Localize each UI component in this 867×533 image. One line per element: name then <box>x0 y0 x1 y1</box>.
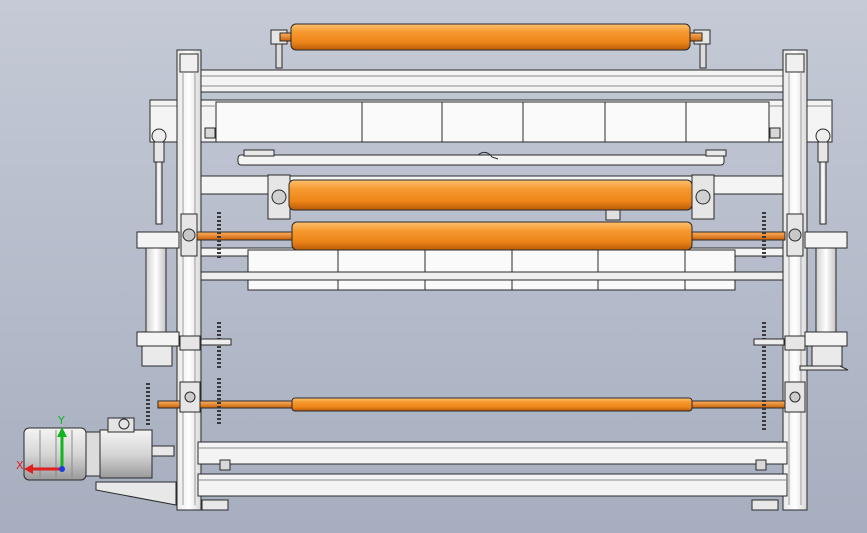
bottom-roller <box>291 397 693 412</box>
mid-sprockets <box>179 322 806 368</box>
left-cylinder <box>136 128 180 367</box>
left-post <box>176 49 202 511</box>
right-cylinder <box>799 128 849 371</box>
drive-motor <box>23 417 177 506</box>
bottom-roller-assembly <box>146 372 806 430</box>
middle-roller <box>288 179 693 211</box>
tube-bar <box>237 149 727 166</box>
main-roller-assembly <box>180 212 804 258</box>
upper-panel <box>149 99 833 143</box>
middle-roller-assembly <box>267 174 715 221</box>
bottom-crossbars <box>197 441 788 511</box>
y-axis-label: Y <box>57 414 65 427</box>
y-axis-arrowhead <box>57 427 67 437</box>
main-roller <box>291 221 693 251</box>
top-roller <box>290 23 691 51</box>
x-axis-arrowhead <box>24 464 33 474</box>
coordinate-triad: X Y <box>16 414 67 474</box>
z-axis-dot <box>59 466 65 472</box>
top-roller-assembly <box>270 23 711 69</box>
right-post <box>782 49 808 511</box>
top-crossbar <box>197 69 788 93</box>
lower-panel <box>197 247 788 291</box>
x-axis-label: X <box>16 459 24 472</box>
